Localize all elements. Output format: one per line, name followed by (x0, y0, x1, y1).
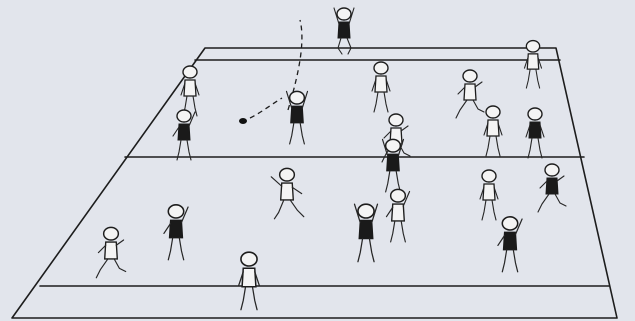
dark-jersey (178, 124, 190, 140)
player-head (386, 139, 401, 152)
player-head (358, 204, 374, 218)
light-jersey (184, 80, 196, 96)
dark-jersey (503, 232, 516, 250)
light-jersey (483, 184, 495, 200)
player-head (374, 62, 388, 74)
player-head (183, 66, 197, 78)
player-head (168, 205, 183, 218)
dark-jersey (546, 178, 558, 194)
light-jersey (392, 204, 405, 221)
player-head (280, 168, 295, 181)
player-head (482, 170, 496, 182)
player-head (502, 217, 517, 230)
light-jersey (242, 268, 256, 286)
player-head (177, 110, 191, 122)
light-jersey (464, 84, 476, 100)
light-jersey (527, 54, 538, 69)
player-head (241, 252, 257, 266)
dark-jersey (291, 106, 304, 123)
player-head (528, 108, 542, 120)
dark-jersey (338, 22, 350, 38)
dark-jersey (169, 220, 182, 238)
player-head (545, 164, 559, 176)
dark-jersey (387, 154, 400, 171)
light-jersey (105, 242, 118, 259)
player-head (389, 114, 403, 126)
player-head (104, 227, 119, 240)
light-jersey (281, 183, 294, 200)
player-head (526, 41, 539, 52)
dark-jersey (529, 122, 541, 138)
player-head (290, 91, 305, 104)
player-head (486, 106, 500, 118)
light-jersey (487, 120, 499, 136)
player-head (337, 8, 351, 20)
player-head (391, 189, 406, 202)
player-head (463, 70, 477, 82)
light-jersey (375, 76, 387, 92)
dark-jersey (359, 220, 373, 238)
ball (239, 118, 247, 124)
